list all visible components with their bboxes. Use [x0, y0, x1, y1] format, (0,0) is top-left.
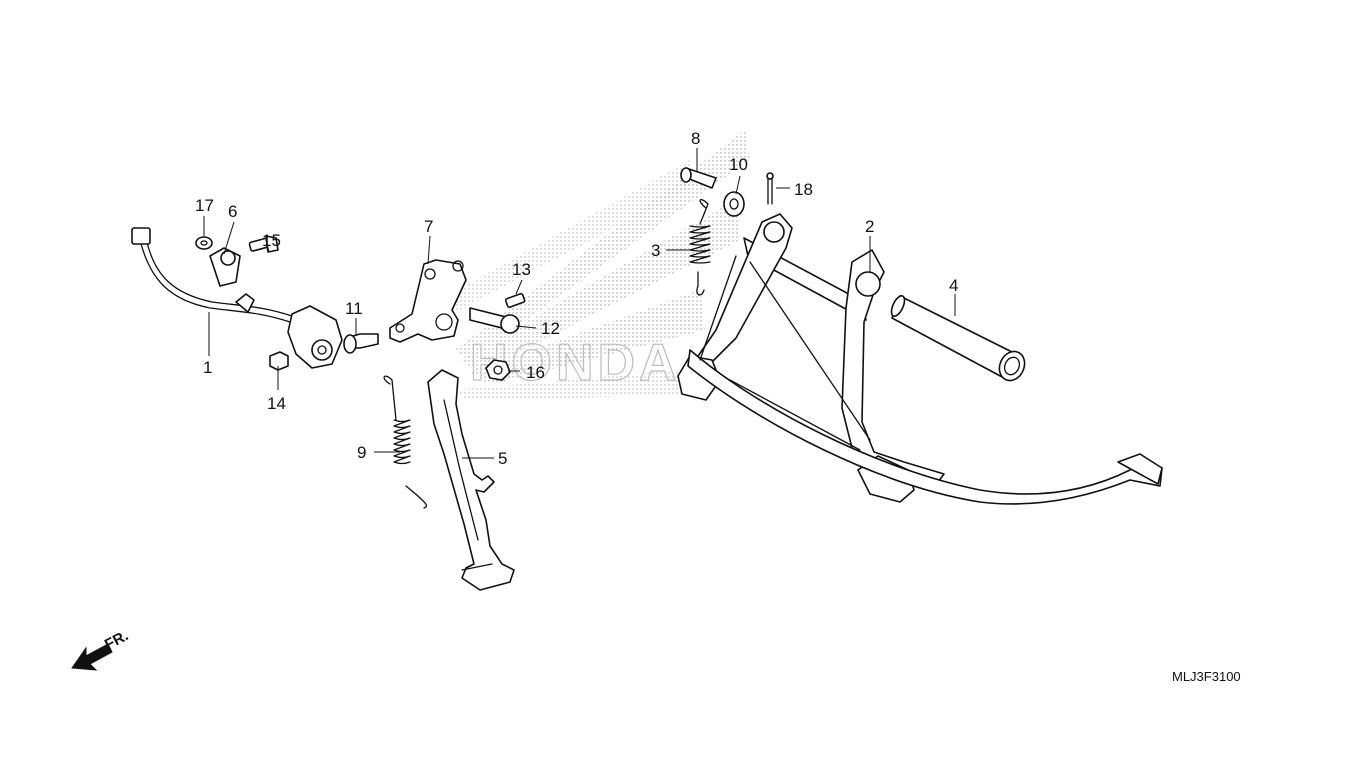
front-arrow-icon — [71, 643, 113, 671]
cotter-pin-18 — [766, 172, 774, 205]
callout-5: 5 — [498, 449, 507, 468]
bolt-13 — [504, 292, 526, 309]
callout-8: 8 — [691, 129, 700, 148]
main-stand-spring-3 — [689, 199, 711, 296]
callout-3: 3 — [651, 241, 660, 260]
nut-16 — [485, 359, 511, 381]
front-direction-indicator: FR. — [71, 627, 131, 671]
washer-10 — [723, 191, 745, 217]
main-stand-2 — [677, 213, 1163, 505]
bolt-12 — [469, 307, 520, 334]
callout-12: 12 — [541, 319, 560, 338]
cable-clamp-6 — [209, 247, 241, 287]
bolt-14 — [269, 351, 289, 371]
callout-16: 16 — [526, 363, 545, 382]
callout-14: 14 — [267, 394, 286, 413]
collar-pipe-4 — [890, 295, 1026, 382]
callout-13: 13 — [512, 260, 531, 279]
catalog-code: MLJ3F3100 — [1172, 669, 1241, 684]
callout-9: 9 — [357, 443, 366, 462]
leader-lines — [203, 148, 956, 459]
callout-1: 1 — [203, 358, 212, 377]
callout-6: 6 — [228, 202, 237, 221]
side-stand-5 — [427, 369, 515, 591]
callout-18: 18 — [794, 180, 813, 199]
pivot-bolt-11 — [343, 333, 379, 354]
honda-wing-watermark: HONDA — [440, 130, 750, 400]
callout-7: 7 — [424, 217, 433, 236]
callout-4: 4 — [949, 276, 958, 295]
side-stand-switch — [131, 227, 343, 369]
callout-11: 11 — [345, 299, 363, 318]
nut-17 — [195, 236, 213, 250]
callout-2: 2 — [865, 217, 874, 236]
callout-17: 17 — [195, 196, 214, 215]
callout-15: 15 — [262, 231, 281, 250]
side-stand-bracket-7 — [389, 259, 467, 343]
callout-labels: 1 2 3 4 5 6 7 8 9 10 11 12 13 14 15 16 1… — [195, 129, 958, 468]
side-stand-spring-9 — [383, 375, 428, 509]
pin-8 — [680, 167, 717, 189]
callout-10: 10 — [729, 155, 748, 174]
